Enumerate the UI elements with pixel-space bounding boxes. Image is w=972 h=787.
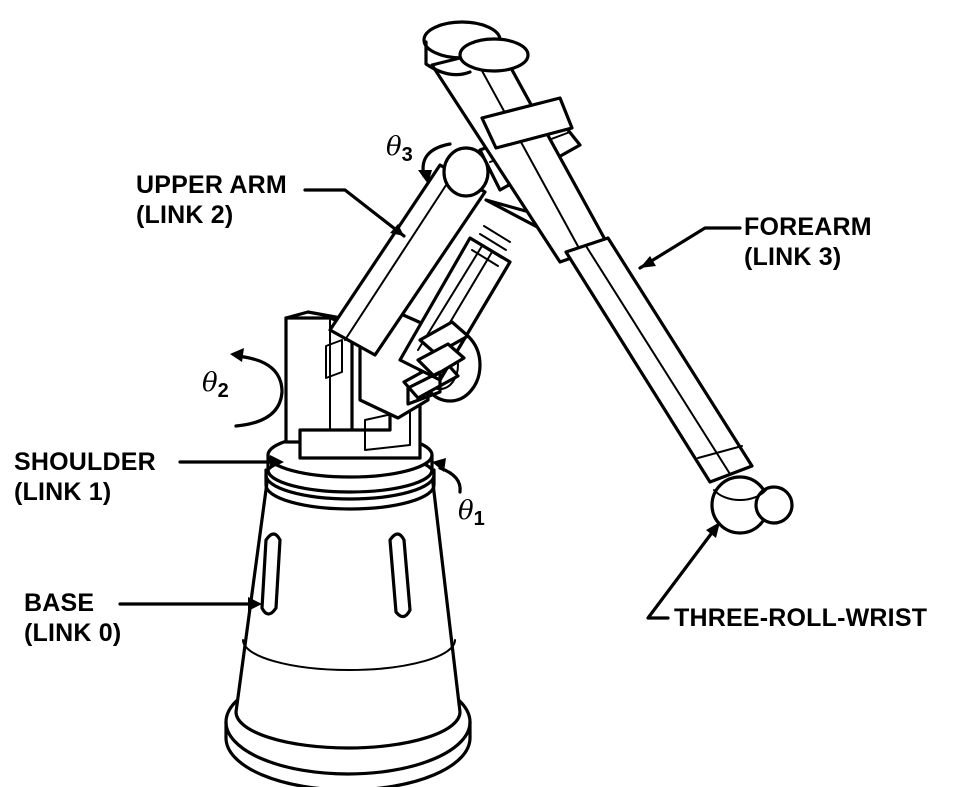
- forearm-title: FOREARM: [744, 213, 872, 241]
- upper-arm-label: UPPER ARM (LINK 2): [136, 170, 287, 230]
- theta1-index: 1: [473, 508, 485, 531]
- theta2-index: 2: [217, 380, 229, 403]
- theta3-symbol: θ: [386, 132, 402, 162]
- forearm-drawing: [422, 20, 754, 484]
- theta1-label: θ1: [458, 496, 485, 531]
- theta3-index: 3: [401, 144, 413, 167]
- upper-arm-title: UPPER ARM: [136, 171, 287, 199]
- theta2-label: θ2: [202, 368, 229, 403]
- upper-arm-drawing: [328, 163, 512, 406]
- theta1-symbol: θ: [458, 496, 474, 526]
- wrist-title: THREE-ROLL-WRIST: [674, 604, 928, 632]
- leader-lines: [118, 142, 742, 620]
- theta2-symbol: θ: [202, 368, 218, 398]
- base-drawing: [224, 431, 472, 787]
- forearm-label: FOREARM (LINK 3): [744, 212, 872, 272]
- shoulder-label: SHOULDER (LINK 1): [14, 447, 156, 507]
- shoulder-title: SHOULDER: [14, 448, 156, 476]
- wrist-drawing: [710, 475, 794, 535]
- base-label: BASE (LINK 0): [24, 588, 121, 648]
- base-title: BASE: [24, 589, 95, 617]
- shoulder-link: (LINK 1): [14, 478, 112, 506]
- theta3-label: θ3: [386, 132, 413, 167]
- upper-arm-link: (LINK 2): [136, 201, 234, 229]
- base-link: (LINK 0): [24, 619, 122, 647]
- wrist-label: THREE-ROLL-WRIST: [674, 603, 927, 633]
- forearm-link: (LINK 3): [744, 243, 842, 271]
